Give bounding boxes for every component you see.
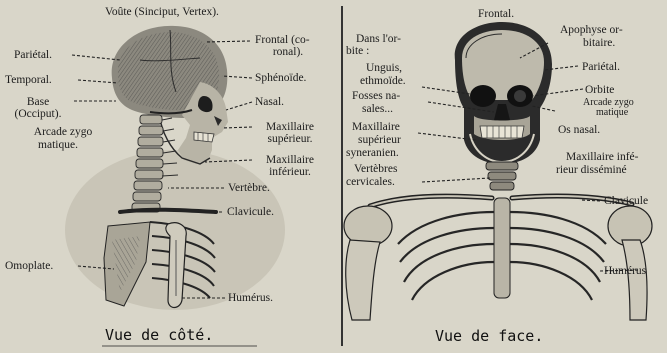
label-sphenoide: Sphénoïde. [255,72,306,84]
label-apophyse-2: bitaire. [583,37,615,49]
label-apophyse-1: Apophyse or- [560,24,623,36]
label-dans-orbite-1: Dans l'or- [356,33,401,45]
label-voute: Voûte (Sinciput, Vertex). [105,6,219,18]
label-frontal-side-1: Frontal (co- [255,34,310,46]
label-maxillaire-superieur-side-2: supérieur. [250,133,330,145]
label-base-1: Base [16,96,60,108]
label-orbite: Orbite [585,84,614,96]
label-temporal: Temporal. [5,74,52,86]
label-unguis-1: Unguis, [356,62,412,74]
label-fosses-nasales-1: Fosses na- [352,90,400,102]
label-vertebre: Vertèbre. [228,182,270,194]
label-maxillaire-inf-front-1: Maxillaire infé- [566,151,638,163]
label-base-2: (Occiput). [6,108,70,120]
label-omoplate: Omoplate. [5,260,53,272]
label-humerus-side: Humérus. [228,292,273,304]
label-os-nasal: Os nasal. [558,124,600,136]
label-frontal-front: Frontal. [478,8,514,20]
caption-side-view: Vue de côté. [105,326,213,344]
label-frontal-side-2: ronal). [258,46,318,58]
label-clavicule-side: Clavicule. [227,206,274,218]
panel-divider [341,6,343,346]
label-arcade-zygomatique-side-1: Arcade zygo [18,126,108,138]
label-clavicule-front: Clavicule [604,195,648,207]
label-maxillaire-sup-front-1: Maxillaire [352,121,400,133]
label-arcade-zygomatique-front-2: matique [596,108,628,118]
label-vertebres-cervicales-2: cervicales. [346,176,395,188]
label-parietal-side: Pariétal. [14,49,52,61]
label-syneranien: syneranien. [346,147,399,159]
label-nasal-side: Nasal. [255,96,284,108]
label-parietal-front: Pariétal. [582,61,620,73]
label-fosses-nasales-2: sales... [362,103,393,115]
label-maxillaire-superieur-side-1: Maxillaire [250,121,330,133]
label-maxillaire-inferieur-side-1: Maxillaire [250,154,330,166]
caption-front-view: Vue de face. [435,327,543,345]
label-dans-orbite-2: bite : [346,45,369,57]
label-humerus-front: Humérus [604,265,646,277]
label-maxillaire-sup-front-2: supérieur [358,134,401,146]
label-vertebres-cervicales-1: Vertèbres [354,163,397,175]
label-maxillaire-inf-front-2: rieur disséminé [556,164,627,176]
label-maxillaire-inferieur-side-2: inférieur. [250,166,330,178]
label-unguis-2: ethmoïde. [360,75,406,87]
label-arcade-zygomatique-side-2: matique. [18,139,98,151]
